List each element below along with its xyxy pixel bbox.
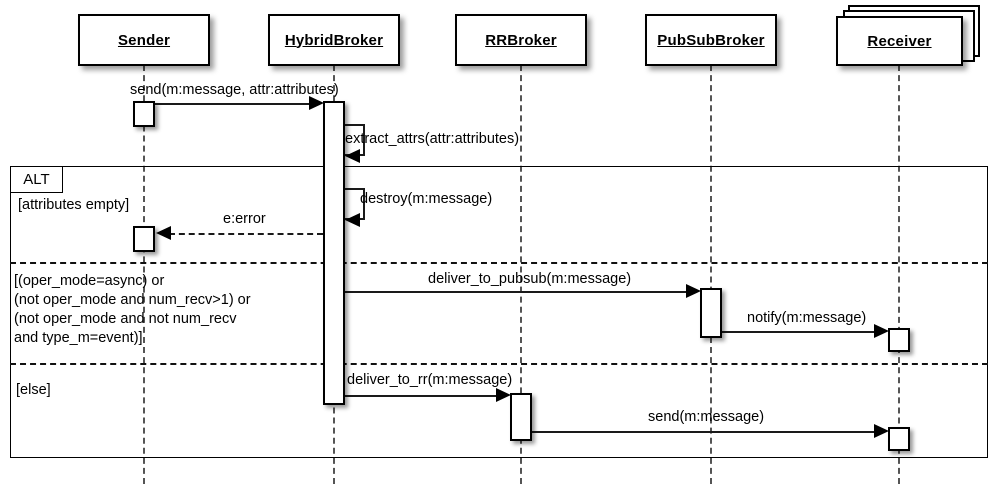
message-line-m1 <box>155 103 313 105</box>
activation-receiver-notify <box>888 328 910 352</box>
lifeline-rrbroker <box>520 65 522 484</box>
message-line-m6 <box>722 331 877 333</box>
lifeline-receiver <box>898 65 900 484</box>
lifeline-name-pubsubbroker: PubSubBroker <box>657 31 765 49</box>
message-label-m1: send(m:message, attr:attributes) <box>130 82 339 98</box>
alt-operand-divider-2 <box>10 363 988 365</box>
lifeline-head-pubsubbroker[interactable]: PubSubBroker <box>645 14 777 66</box>
message-arrowhead-m6 <box>874 324 889 338</box>
alt-operator-label: ALT <box>23 171 50 188</box>
message-line-m7 <box>345 395 499 397</box>
lifeline-head-sender[interactable]: Sender <box>78 14 210 66</box>
message-arrowhead-m5 <box>686 284 701 298</box>
lifeline-name-rrbroker: RRBroker <box>485 31 557 49</box>
alt-fragment-operator-tab: ALT <box>10 166 63 193</box>
lifeline-head-rrbroker[interactable]: RRBroker <box>455 14 587 66</box>
message-label-m7: deliver_to_rr(m:message) <box>347 372 513 388</box>
activation-receiver-send <box>888 427 910 451</box>
lifeline-sender <box>143 65 145 484</box>
activation-sender-send <box>133 101 155 127</box>
alt-guard-3: [else] <box>16 382 51 398</box>
message-label-m3: destroy(m:message) <box>360 191 493 207</box>
alt-operand-divider-1 <box>10 262 988 264</box>
message-line-m4 <box>169 233 323 235</box>
activation-pubsubbroker <box>700 288 722 338</box>
alt-fragment-frame <box>10 166 988 458</box>
message-arrowhead-m2 <box>345 149 360 163</box>
lifeline-name-sender: Sender <box>117 31 171 49</box>
activation-hybridbroker-main <box>323 101 345 405</box>
lifeline-pubsubbroker <box>710 65 712 484</box>
message-arrowhead-m4 <box>156 226 171 240</box>
activation-rrbroker <box>510 393 532 441</box>
message-label-m4: e:error <box>223 211 266 227</box>
message-label-m2: extract_attrs(attr:attributes) <box>345 131 520 147</box>
activation-sender-error <box>133 226 155 252</box>
alt-guard-1: [attributes empty] <box>18 197 130 213</box>
lifeline-head-hybridbroker[interactable]: HybridBroker <box>268 14 400 66</box>
message-arrowhead-m1 <box>309 96 324 110</box>
alt-guard-2: [(oper_mode=async) or (not oper_mode and… <box>14 273 251 346</box>
message-line-m5 <box>345 291 689 293</box>
message-label-m8: send(m:message) <box>648 409 765 425</box>
lifeline-name-receiver: Receiver <box>867 32 932 50</box>
message-line-m8 <box>532 431 877 433</box>
message-label-m5: deliver_to_pubsub(m:message) <box>428 271 632 287</box>
message-arrowhead-m7 <box>496 388 511 402</box>
message-label-m6: notify(m:message) <box>747 310 867 326</box>
message-arrowhead-m3 <box>345 213 360 227</box>
lifeline-head-receiver[interactable]: Receiver <box>836 16 963 66</box>
lifeline-name-hybridbroker: HybridBroker <box>284 31 384 49</box>
message-arrowhead-m8 <box>874 424 889 438</box>
